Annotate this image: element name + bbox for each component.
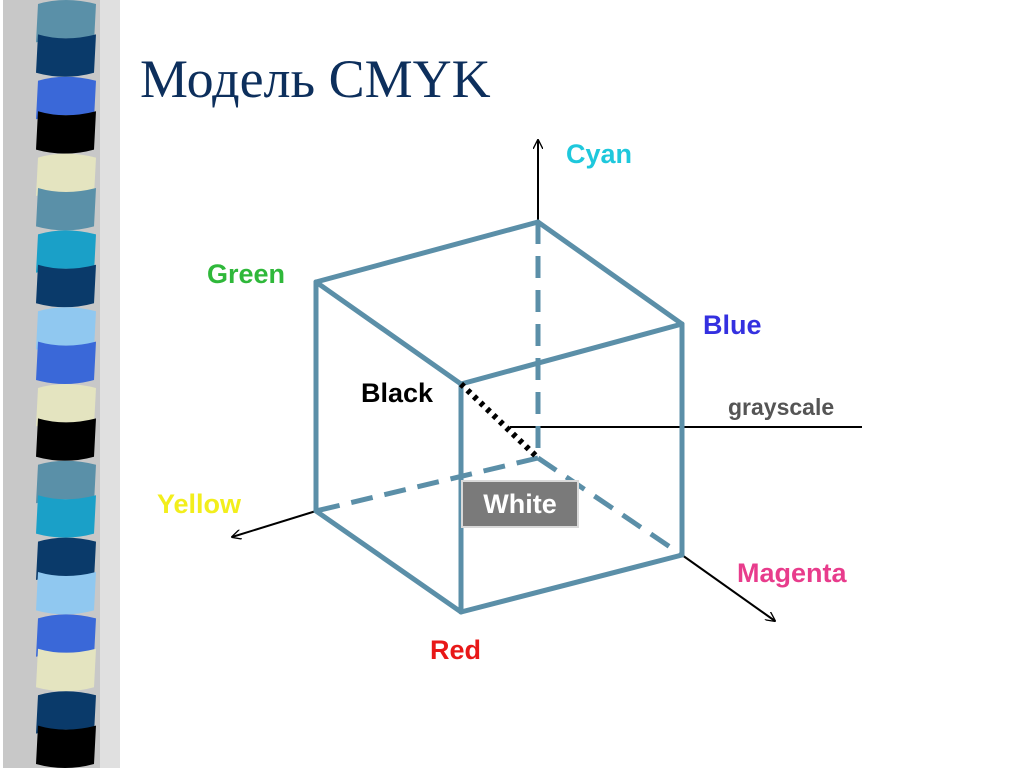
yellow-axis — [232, 510, 317, 537]
stripe-band — [36, 188, 96, 231]
cube-edge — [313, 279, 464, 387]
stripe-band — [36, 648, 96, 692]
stripe-band — [36, 307, 96, 350]
hidden-edge-right — [536, 455, 684, 558]
label-magenta: Magenta — [737, 558, 847, 588]
cube-edge — [313, 219, 541, 285]
label-blue: Blue — [703, 310, 762, 340]
label-green: Green — [207, 259, 286, 289]
label-grayscale: grayscale — [728, 394, 835, 420]
label-yellow: Yellow — [157, 489, 242, 519]
stripe-band — [36, 111, 96, 154]
stripe-band — [36, 341, 96, 384]
label-red: Red — [430, 635, 482, 665]
cube-edge — [458, 321, 685, 387]
label-white-box: White — [461, 480, 579, 528]
stripe-band — [36, 230, 96, 273]
stripe-band — [36, 614, 96, 657]
decorative-stripe-strip — [0, 0, 120, 768]
slide-title: Модель CMYK — [140, 49, 491, 109]
stripe-band — [36, 76, 96, 120]
stripe-band — [36, 691, 96, 734]
label-cyan: Cyan — [566, 139, 633, 169]
stripe-band — [36, 0, 96, 43]
stripe-band — [36, 572, 96, 615]
stripe-band — [36, 384, 96, 427]
cube-edge — [458, 552, 685, 615]
stripe-band — [36, 153, 96, 196]
stripe-band — [36, 418, 96, 461]
stripe-band — [36, 725, 96, 768]
stripe-band — [36, 495, 96, 538]
cube-edge — [535, 219, 685, 327]
cube-edge — [313, 508, 464, 615]
hidden-edge-left — [315, 455, 539, 514]
stripe-band — [36, 537, 96, 580]
magenta-axis — [681, 554, 775, 621]
label-black: Black — [361, 378, 434, 408]
grayscale-diagonal — [458, 381, 541, 461]
stripe-band — [36, 460, 96, 504]
stripe-band — [36, 34, 96, 77]
stripe-band — [36, 264, 96, 308]
